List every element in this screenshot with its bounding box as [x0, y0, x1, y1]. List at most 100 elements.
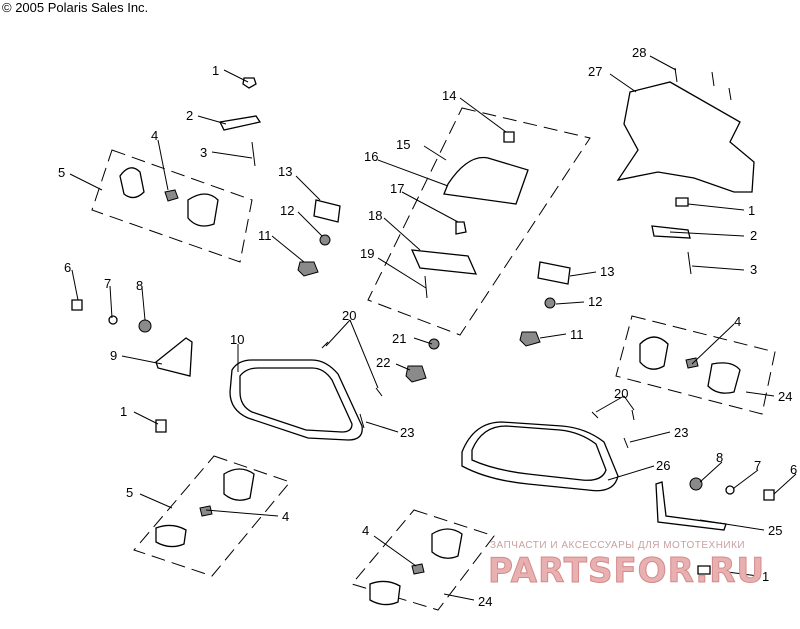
callout-c4a: 4 [151, 128, 158, 143]
callout-c2a: 2 [186, 108, 193, 123]
callout-c25: 25 [768, 523, 782, 538]
watermark-brand: PARTSFOR.RU [488, 551, 765, 591]
callout-c24a: 24 [478, 594, 492, 609]
spring-part-23a [359, 413, 365, 429]
callout-labels: 1 2 3 4 5 6 7 8 9 10 11 12 13 14 15 16 1… [58, 45, 797, 609]
callout-c3a: 3 [200, 145, 207, 160]
callout-c7a: 7 [104, 276, 111, 291]
leader-lines [69, 55, 797, 601]
lamp-housing-part-16 [443, 156, 529, 205]
callout-c1c: 1 [748, 203, 755, 218]
callout-c3b: 3 [750, 262, 757, 277]
bracket-part-13b [537, 261, 571, 285]
copyright-text: © 2005 Polaris Sales Inc. [2, 0, 148, 15]
clip-part-11a [297, 261, 319, 277]
callout-c13b: 13 [600, 264, 614, 279]
bulb-housing-part-c [223, 468, 255, 501]
reflector-part-18 [410, 249, 478, 275]
group-box-lower-left [133, 455, 291, 577]
screw-part-6b [763, 489, 775, 501]
group-box-center [367, 107, 591, 336]
callout-c5a: 5 [58, 165, 65, 180]
group-box-upper-left [91, 149, 253, 263]
callout-c21: 21 [392, 331, 406, 346]
clip-part-22 [405, 365, 427, 383]
callout-c6b: 6 [790, 462, 797, 477]
nut-part-8b [689, 477, 703, 491]
headlight-lens-10 [239, 367, 353, 433]
bracket-part-9 [155, 337, 193, 377]
nut-part-8a [138, 319, 152, 333]
callout-c8a: 8 [136, 278, 143, 293]
clip-part-11b [519, 331, 541, 347]
bulb-housing-part-b [639, 336, 669, 370]
socket-part-c [155, 524, 187, 548]
bracket-part-13a [313, 199, 341, 223]
callout-c6a: 6 [64, 260, 71, 275]
socket-part-d [369, 580, 401, 606]
screw-part-1c [675, 197, 689, 207]
screws-part-20b [591, 409, 635, 421]
bulb-part-4a [164, 189, 179, 202]
callout-c2b: 2 [750, 228, 757, 243]
nut-part-12a [319, 234, 331, 246]
screws-part-28 [674, 67, 732, 101]
callout-c5b: 5 [126, 485, 133, 500]
bulb-housing-part-d [431, 528, 463, 559]
callout-c22: 22 [376, 355, 390, 370]
bulb-part-4c [411, 563, 425, 575]
callout-c1b: 1 [120, 404, 127, 419]
callout-c19: 19 [360, 246, 374, 261]
screw-part-17 [455, 221, 467, 235]
callout-c14: 14 [442, 88, 456, 103]
callout-c4b: 4 [282, 509, 289, 524]
spring-part-23b [623, 437, 629, 449]
nut-part-21 [428, 338, 440, 350]
callout-c26: 26 [656, 458, 670, 473]
nut-part-12b [544, 297, 556, 309]
callout-c17: 17 [390, 181, 404, 196]
screw-part-14 [503, 131, 515, 143]
screw-part-6a [71, 299, 83, 311]
callout-c4d: 4 [734, 314, 741, 329]
callout-c4c: 4 [362, 523, 369, 538]
callout-c24b: 24 [778, 389, 792, 404]
bulb-part-4b [199, 505, 213, 517]
callout-c12b: 12 [588, 294, 602, 309]
callout-c23a: 23 [400, 425, 414, 440]
screw-part-1b [155, 419, 167, 433]
bolt-part-3a [251, 141, 256, 167]
plate-part-2a [219, 115, 262, 131]
watermark-tagline: ЗАПЧАСТИ И АКСЕССУАРЫ ДЛЯ МОТОТЕХНИКИ [490, 540, 745, 551]
bulb-housing-part-a [187, 193, 219, 227]
callout-c23b: 23 [674, 425, 688, 440]
callout-c9a: 9 [110, 348, 117, 363]
screws-part-20a [321, 341, 383, 397]
callout-c11a: 11 [258, 228, 272, 243]
callout-c1d: 1 [762, 569, 769, 584]
callout-c10: 10 [230, 332, 244, 347]
washer-part-7a [108, 315, 118, 325]
socket-part-b [707, 362, 741, 394]
socket-part-a [119, 167, 145, 199]
callout-c20a: 20 [342, 308, 356, 323]
headlight-lens-26 [471, 425, 607, 481]
callout-c12a: 12 [280, 203, 294, 218]
screw-part-1d [697, 565, 711, 575]
callout-c15: 15 [396, 137, 410, 152]
screw-part-19 [424, 275, 428, 299]
washer-part-7b [725, 485, 735, 495]
screw-part-1a [242, 77, 257, 89]
callout-c7b: 7 [754, 458, 761, 473]
bolt-part-3b [687, 251, 692, 275]
callout-c18: 18 [368, 208, 382, 223]
group-box-right [615, 315, 776, 415]
callout-c20b: 20 [614, 386, 628, 401]
mounting-bracket-part-27 [616, 81, 755, 193]
callout-c11b: 11 [570, 327, 584, 342]
callout-c16: 16 [364, 149, 378, 164]
callout-c8b: 8 [716, 450, 723, 465]
callout-c1a: 1 [212, 63, 219, 78]
